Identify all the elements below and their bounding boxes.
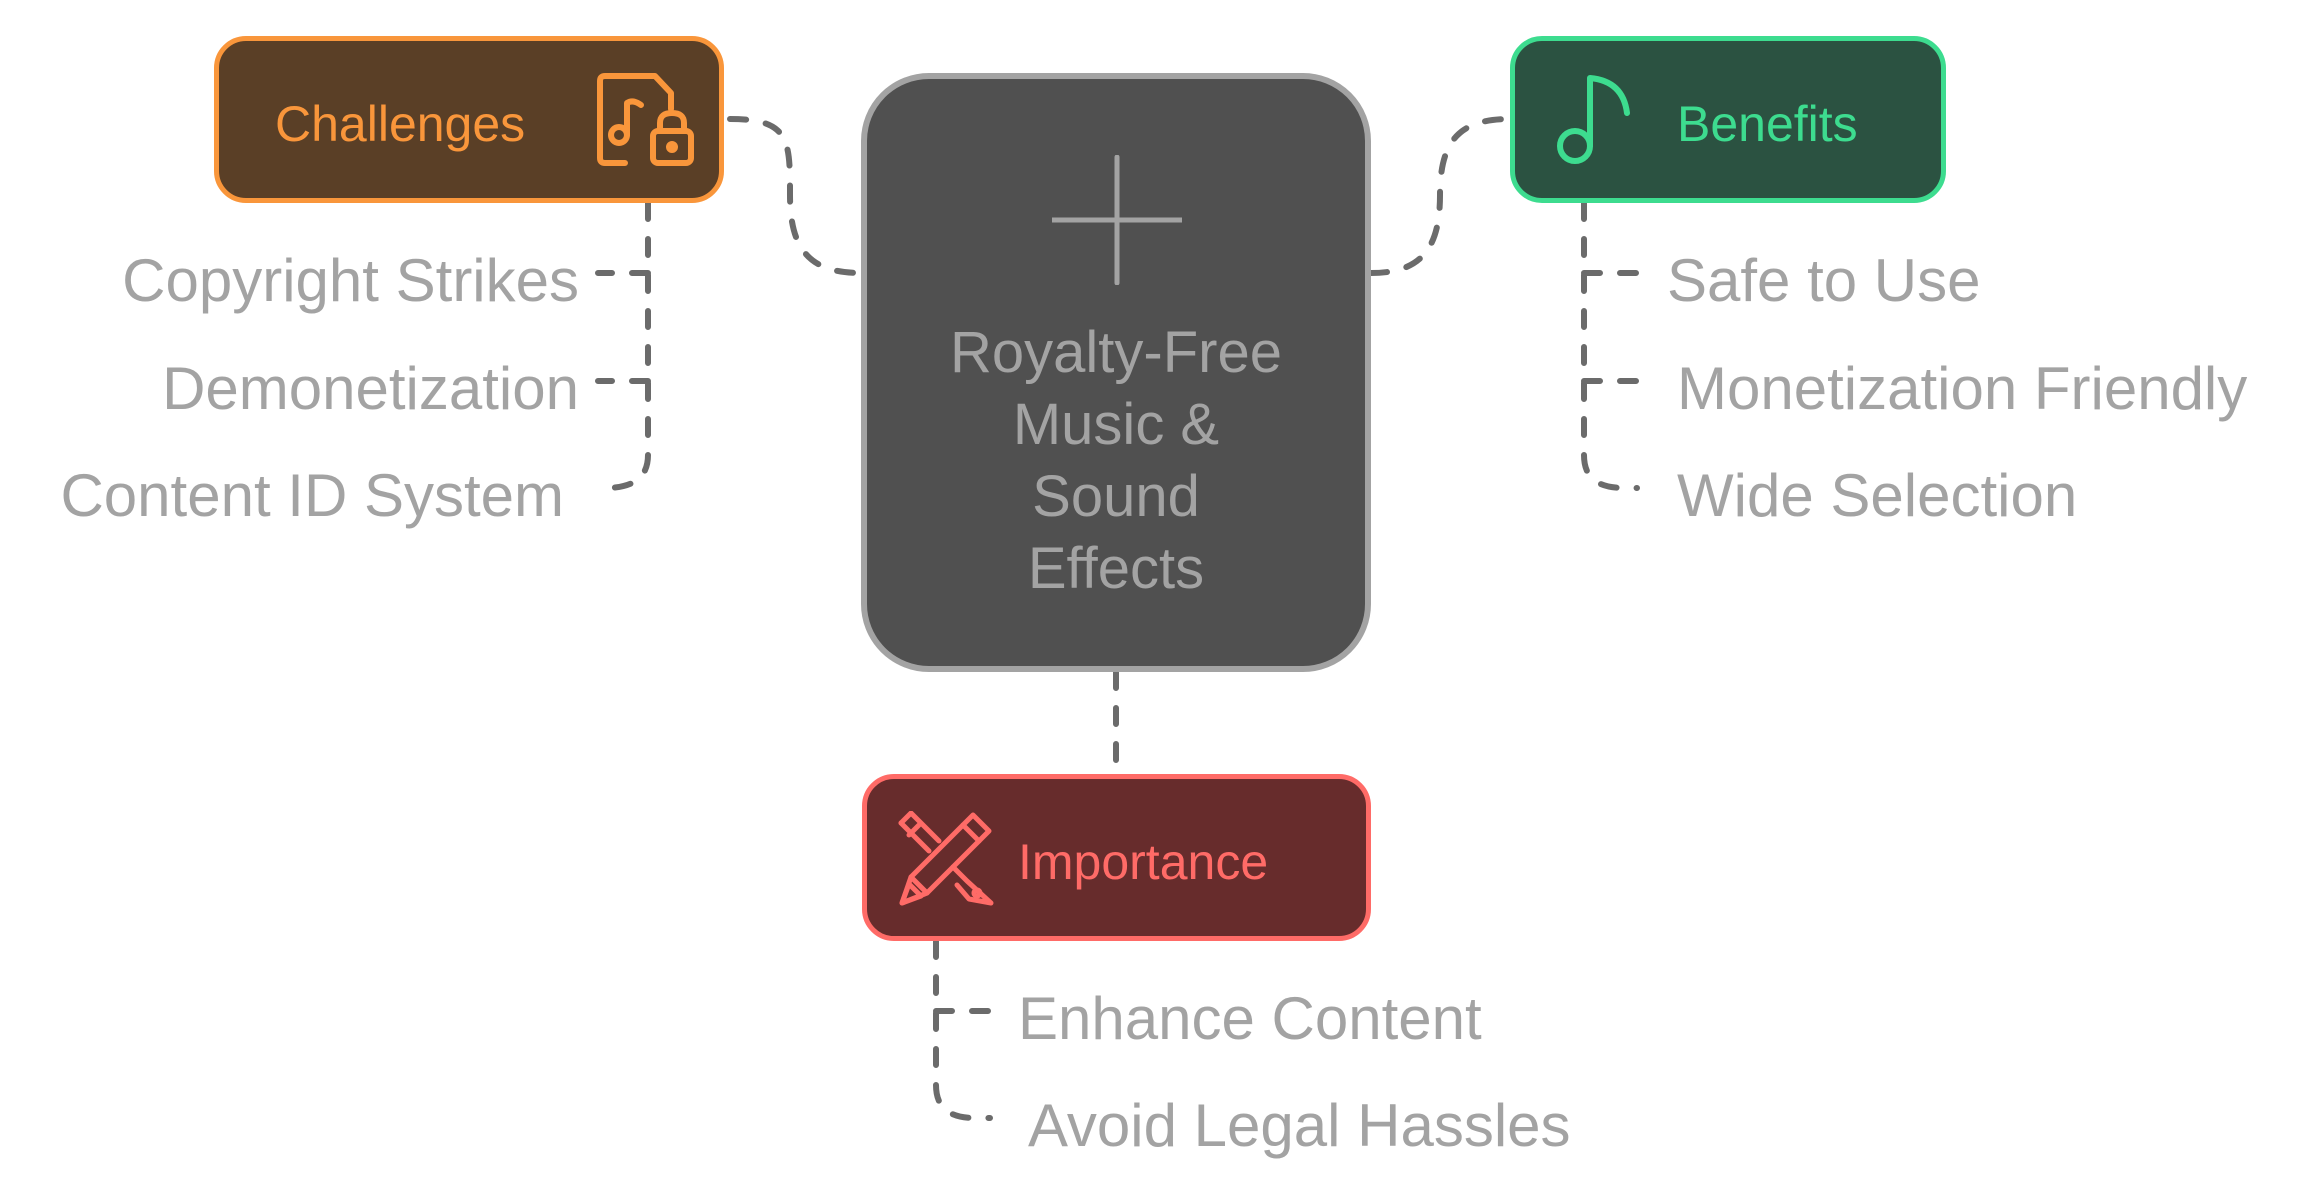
music-note-icon — [1557, 75, 1630, 164]
central-title-line-1: Royalty-Free — [950, 320, 1282, 385]
central-title-line-3: Sound — [1032, 464, 1200, 529]
pen-pencil-crossed-icon — [898, 811, 994, 906]
importance-label: Importance — [1018, 834, 1269, 890]
benefits-node[interactable]: Benefits — [1510, 36, 1946, 203]
importance-node[interactable]: Importance — [862, 774, 1371, 941]
importance-item: Enhance Content — [1018, 985, 1482, 1052]
benefit-item: Monetization Friendly — [1677, 355, 2248, 422]
challenge-item: Demonetization — [162, 355, 579, 422]
central-node[interactable]: Royalty-Free Music & Sound Effects — [861, 73, 1371, 672]
benefit-item: Wide Selection — [1677, 462, 2078, 529]
importance-item: Avoid Legal Hassles — [1028, 1092, 1571, 1159]
challenge-item: Content ID System — [60, 462, 564, 529]
connector-central-benefits — [1368, 116, 1513, 276]
central-title: Royalty-Free Music & Sound Effects — [867, 317, 1365, 605]
challenges-label: Challenges — [275, 96, 526, 152]
connector-challenges-trunk — [592, 200, 651, 491]
music-file-lock-icon — [597, 73, 694, 166]
benefit-item: Safe to Use — [1667, 247, 1981, 314]
connector-benefits-trunk — [1581, 200, 1640, 491]
connector-importance-trunk — [933, 938, 993, 1121]
challenges-node[interactable]: Challenges — [214, 36, 724, 203]
benefits-label: Benefits — [1677, 96, 1858, 152]
plus-icon — [1052, 155, 1182, 285]
central-title-line-4: Effects — [1027, 536, 1205, 601]
connector-challenges-central — [727, 116, 864, 276]
central-title-line-2: Music & — [1012, 392, 1220, 457]
challenge-item: Copyright Strikes — [122, 247, 579, 314]
